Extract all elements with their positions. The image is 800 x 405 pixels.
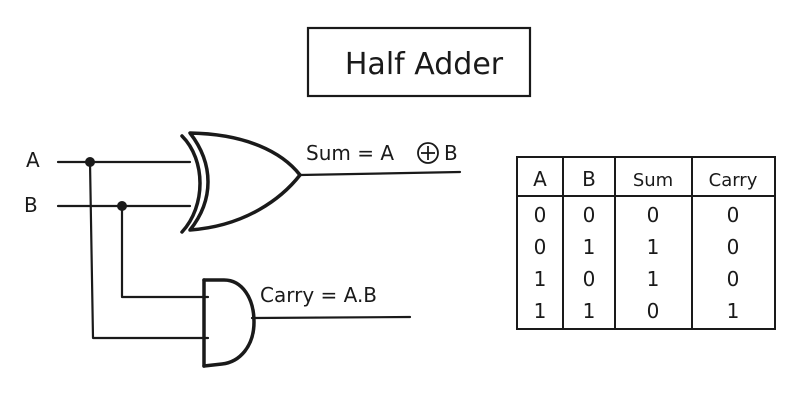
title-box: Half Adder (306, 26, 532, 98)
truth-table-cell: 0 (727, 267, 740, 291)
truth-table-cell: 0 (583, 203, 596, 227)
truth-table-header: Carry (709, 170, 758, 191)
title-frame (306, 26, 532, 98)
carry-label: Carry = A.B (260, 283, 377, 307)
truth-table-cell: 1 (583, 299, 596, 323)
truth-table-cell: 1 (534, 267, 547, 291)
sum-operand-b: B (444, 141, 458, 165)
truth-table-cell: 1 (727, 299, 740, 323)
truth-table-header: B (582, 167, 596, 191)
input-b-label: B (24, 193, 38, 217)
truth-table-cell: 1 (583, 235, 596, 259)
truth-table-cell: 0 (647, 299, 660, 323)
truth-table-cell: 0 (727, 203, 740, 227)
truth-table: A B Sum Carry 0 0 0 0 0 1 1 0 1 0 1 0 1 … (516, 156, 776, 330)
diagram-title: Half Adder (345, 47, 504, 82)
truth-table-cell: 1 (534, 299, 547, 323)
truth-table-frame (516, 156, 776, 330)
truth-table-cell: 1 (647, 235, 660, 259)
truth-table-cell: 0 (647, 203, 660, 227)
truth-table-cell: 1 (647, 267, 660, 291)
input-a-label: A (26, 148, 40, 172)
xor-gate (180, 131, 302, 234)
truth-table-cell: 0 (727, 235, 740, 259)
wire-sum-out (298, 170, 462, 177)
junction-a-dot (85, 157, 95, 167)
truth-table-header: Sum (633, 170, 673, 191)
sum-output-label: Sum = A B (306, 141, 458, 165)
xor-body (188, 131, 302, 232)
junction-b-dot (117, 201, 127, 211)
truth-table-cell: 0 (583, 267, 596, 291)
xor-input-curve (180, 134, 202, 234)
truth-table-cell: 0 (534, 203, 547, 227)
xor-symbol-icon (417, 142, 439, 164)
wire-a-branch (88, 160, 210, 340)
and-gate (202, 278, 256, 368)
truth-table-cell: 0 (534, 235, 547, 259)
wires (56, 160, 462, 340)
wire-b-branch (120, 204, 210, 299)
and-body (202, 278, 256, 368)
wire-carry-out (250, 315, 412, 320)
truth-table-header: A (533, 167, 547, 191)
sum-label: Sum = A (306, 141, 394, 165)
